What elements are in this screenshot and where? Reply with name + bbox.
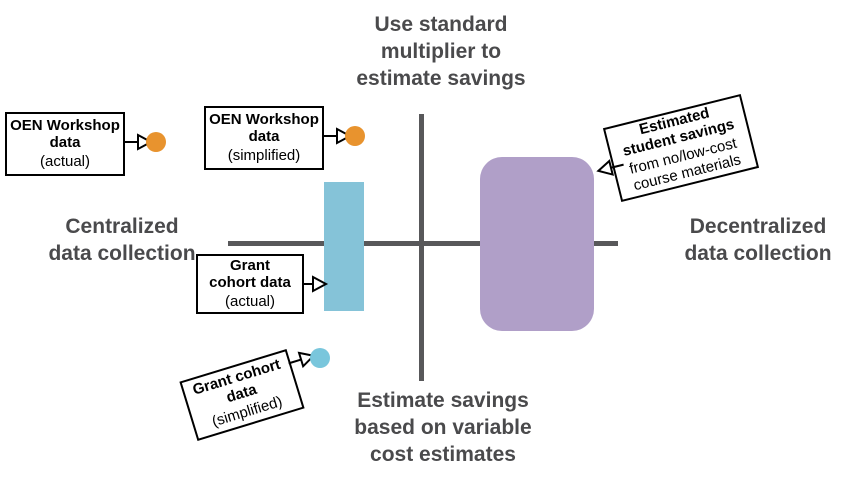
box-oen-workshop-simplified[interactable]: OEN Workshop data (simplified) <box>204 106 324 170</box>
arrow-oen-workshop-simplified <box>324 127 353 145</box>
vertical-axis <box>419 114 424 381</box>
box-subtitle: (actual) <box>39 152 91 170</box>
arrow-oen-workshop-actual <box>125 133 154 151</box>
left-axis-label: Centralized data collection <box>48 215 196 265</box>
grant-cohort-actual-range-shape <box>324 182 364 311</box>
arrow-estimated-student-savings <box>594 156 626 180</box>
estimated-student-savings-range-shape <box>480 157 594 331</box>
horizontal-axis <box>228 241 618 246</box>
box-grant-cohort-simplified[interactable]: Grant cohort data (simplified) <box>179 348 305 442</box>
grant-simplified-marker-dot <box>310 348 330 368</box>
oen-simplified-marker-dot <box>345 126 365 146</box>
box-oen-workshop-actual[interactable]: OEN Workshop data (actual) <box>5 112 125 176</box>
bottom-axis-heading: Estimate savings based on variable cost … <box>354 389 532 466</box>
arrow-grant-cohort-actual <box>304 275 329 293</box>
box-title: OEN Workshop data <box>209 111 319 145</box>
oen-actual-marker-dot <box>146 132 166 152</box>
box-grant-cohort-actual[interactable]: Grant cohort data (actual) <box>196 254 304 314</box>
box-estimated-student-savings[interactable]: Estimated student savings from no/low-co… <box>602 93 760 203</box>
right-axis-label: Decentralized data collection <box>684 215 832 265</box>
box-title: OEN Workshop data <box>10 117 120 151</box>
box-subtitle: (simplified) <box>227 146 301 164</box>
arrow-grant-cohort-simplified <box>286 346 320 372</box>
box-subtitle: (actual) <box>224 292 276 310</box>
top-axis-heading: Use standard multiplier to estimate savi… <box>356 13 526 90</box>
box-title: Grant cohort data <box>209 257 291 291</box>
